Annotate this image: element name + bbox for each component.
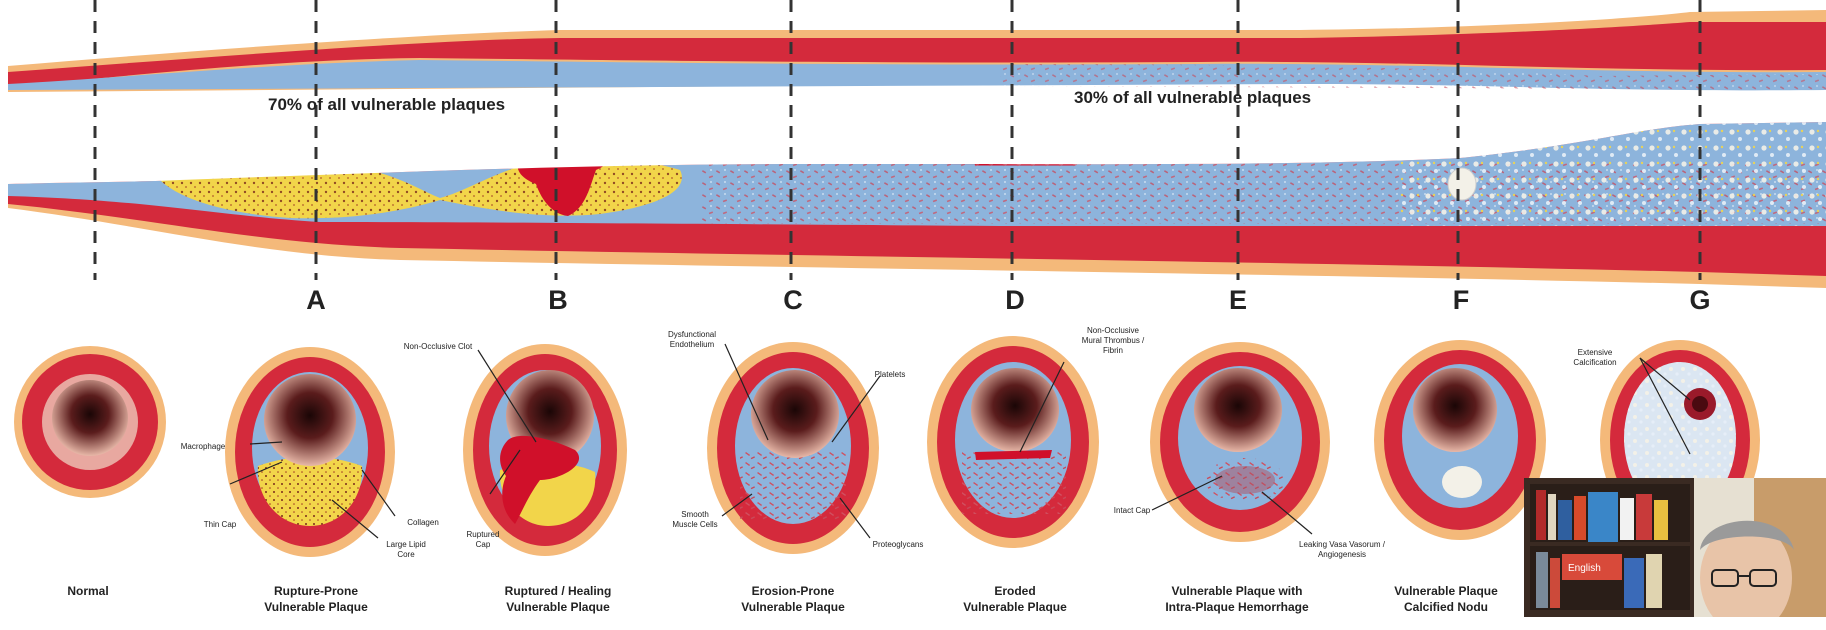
ann-calcification: Extensive Calcification [1560,348,1630,368]
ann-platelets: Platelets [860,370,920,380]
caption-a: Rupture-Prone Vulnerable Plaque [211,583,421,615]
caption-e: Vulnerable Plaque with Intra-Plaque Hemo… [1132,583,1342,615]
ann-intact-cap: Intact Cap [1102,506,1162,516]
ann-thin-cap: Thin Cap [190,520,250,530]
caption-c: Erosion-Prone Vulnerable Plaque [688,583,898,615]
ann-ruptured-cap: Ruptured Cap [458,530,508,550]
stage-letter-g: G [1680,285,1720,316]
stage-letter-b: B [538,285,578,316]
book-label: English [1568,563,1601,574]
stage-letter-c: C [773,285,813,316]
caption-b: Ruptured / Healing Vulnerable Plaque [453,583,663,615]
stage-letter-e: E [1218,285,1258,316]
ann-macrophage: Macrophage [168,442,238,452]
ann-lipid-core: Large Lipid Core [376,540,436,560]
cross-section-c [707,342,879,554]
caption-f: Vulnerable Plaque Calcified Nodu [1356,583,1536,615]
seventy-percent-label: 70% of all vulnerable plaques [268,95,505,115]
ann-smooth-muscle: Smooth Muscle Cells [660,510,730,530]
stage-letter-a: A [296,285,336,316]
ann-vasa-vasorum: Leaking Vasa Vasorum / Angiogenesis [1282,540,1402,560]
stage-letter-f: F [1441,285,1481,316]
webcam-video: English [1524,478,1826,617]
cross-section-e [1150,342,1330,542]
caption-d: Eroded Vulnerable Plaque [910,583,1120,615]
cross-section-d [927,336,1099,548]
caption-normal: Normal [0,583,188,599]
stage-dividers [0,0,1826,290]
thirty-percent-label: 30% of all vulnerable plaques [1074,88,1311,108]
ann-thrombus: Non-Occlusive Mural Thrombus / Fibrin [1068,326,1158,356]
cross-section-a [225,347,395,557]
cross-section-normal [14,346,166,498]
diagram-stage: 70% of all vulnerable plaques 30% of all… [0,0,1826,617]
cross-section-f [1374,340,1546,540]
ann-clot: Non-Occlusive Clot [388,342,488,352]
ann-proteoglycans: Proteoglycans [858,540,938,550]
webcam-overlay: English [1524,478,1826,617]
ann-endothelium: Dysfunctional Endothelium [652,330,732,350]
cross-section-b [463,344,627,556]
ann-collagen: Collagen [398,518,448,528]
stage-letter-d: D [995,285,1035,316]
